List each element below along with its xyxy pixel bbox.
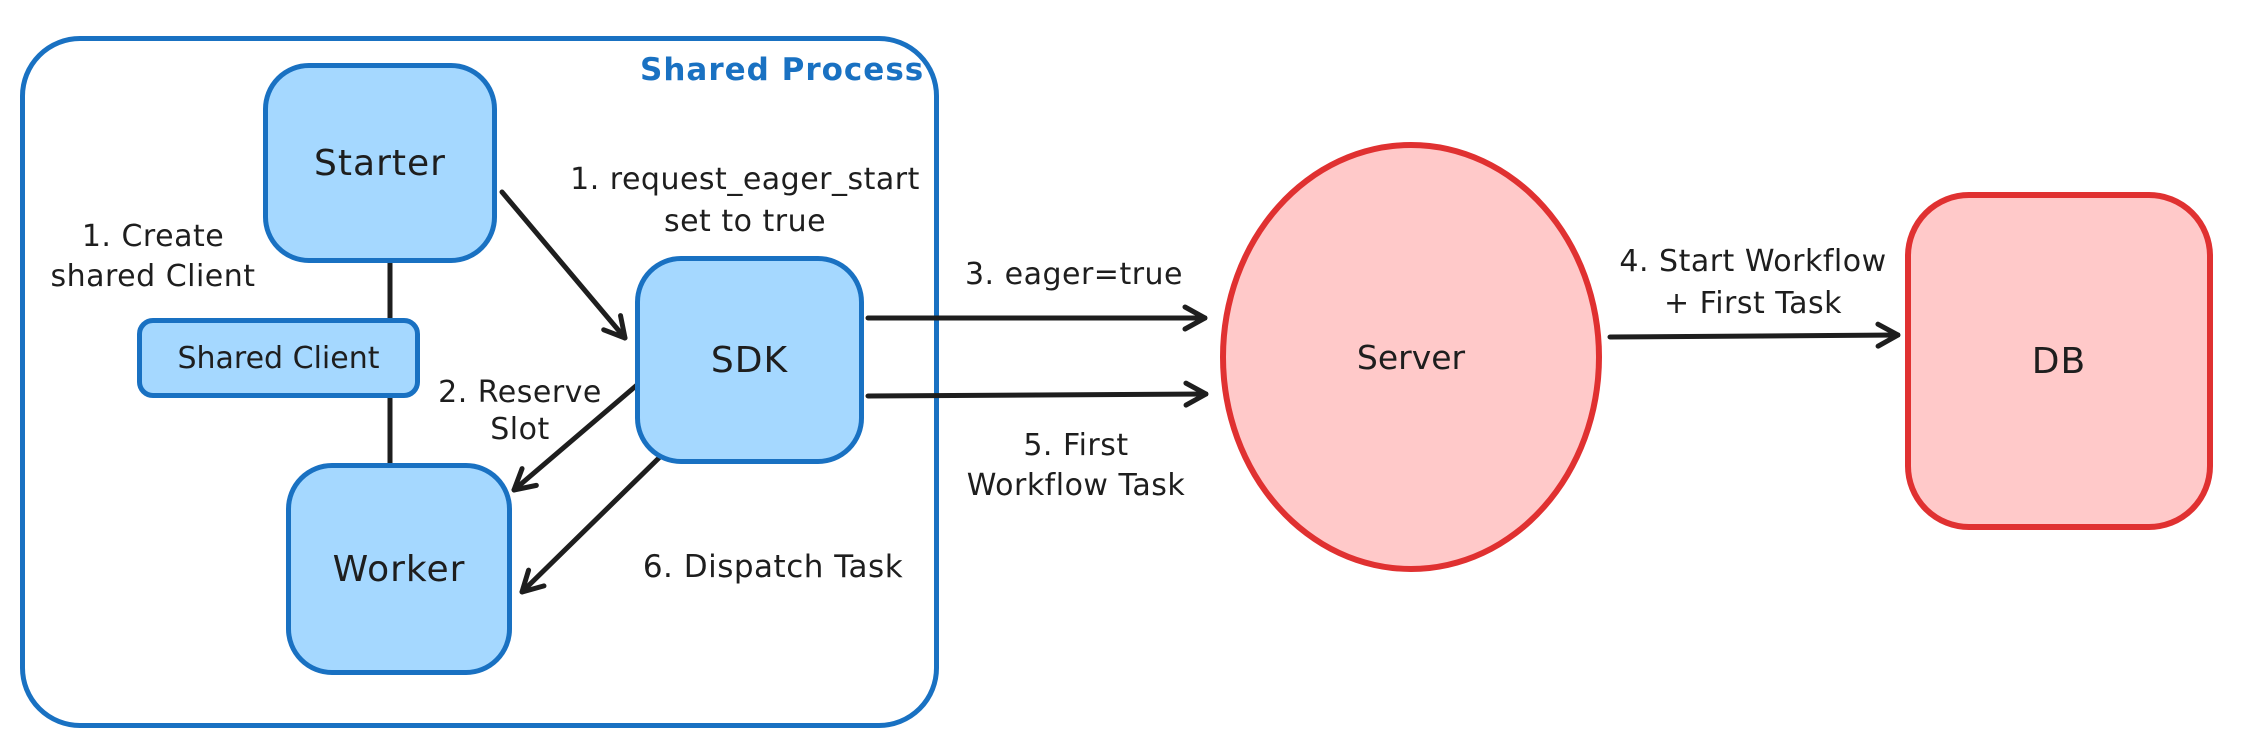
annotation-line: Workflow Task: [966, 468, 1186, 503]
node-db: DB: [1905, 192, 2213, 530]
node-sdk-label: SDK: [710, 339, 789, 381]
annotation-start-workflow-first-task: 4. Start Workflow + First Task: [1588, 241, 1918, 325]
annotation-dispatch-task: 6. Dispatch Task: [613, 547, 933, 587]
node-sdk: SDK: [635, 256, 864, 464]
node-db-label: DB: [2031, 340, 2087, 382]
arrow-reserve-slot: [514, 382, 640, 490]
shared-process-label: Shared Process: [640, 52, 925, 88]
arrow-request-eager-start: [499, 189, 625, 338]
annotation-line: + First Task: [1663, 286, 1843, 321]
shared-process-container: [20, 36, 939, 728]
annotation-line: 2. Reserve: [438, 375, 602, 410]
annotation-request-eager-start: 1. request_eager_start set to true: [548, 159, 942, 243]
annotation-line: 6. Dispatch Task: [642, 549, 904, 585]
annotation-line: 1. Create: [81, 219, 225, 254]
annotation-first-workflow-task: 5. First Workflow Task: [950, 426, 1202, 506]
annotation-line: Slot: [490, 412, 550, 447]
annotation-line: set to true: [663, 204, 827, 239]
node-shared-client-label: Shared Client: [177, 340, 380, 376]
arrow-start-workflow: [1607, 335, 1901, 337]
node-starter-label: Starter: [314, 142, 446, 184]
arrow-dispatch-task: [522, 449, 668, 592]
node-starter: Starter: [263, 63, 497, 263]
node-shared-client: Shared Client: [137, 318, 420, 398]
annotation-line: 4. Start Workflow: [1619, 244, 1887, 279]
annotation-line: 3. eager=true: [964, 257, 1184, 292]
annotation-line: 1. request_eager_start: [570, 162, 920, 197]
annotation-reserve-slot: 2. Reserve Slot: [420, 374, 620, 448]
annotation-line: 5. First: [1023, 428, 1129, 463]
node-worker-label: Worker: [332, 548, 466, 590]
annotation-create-shared-client: 1. Create shared Client: [30, 217, 276, 297]
annotation-line: shared Client: [50, 259, 256, 294]
arrow-first-workflow-task: [865, 394, 1209, 396]
node-worker: Worker: [286, 463, 512, 675]
node-server: Server: [1220, 142, 1602, 572]
annotation-eager-true: 3. eager=true: [948, 255, 1200, 295]
node-server-label: Server: [1356, 337, 1466, 377]
